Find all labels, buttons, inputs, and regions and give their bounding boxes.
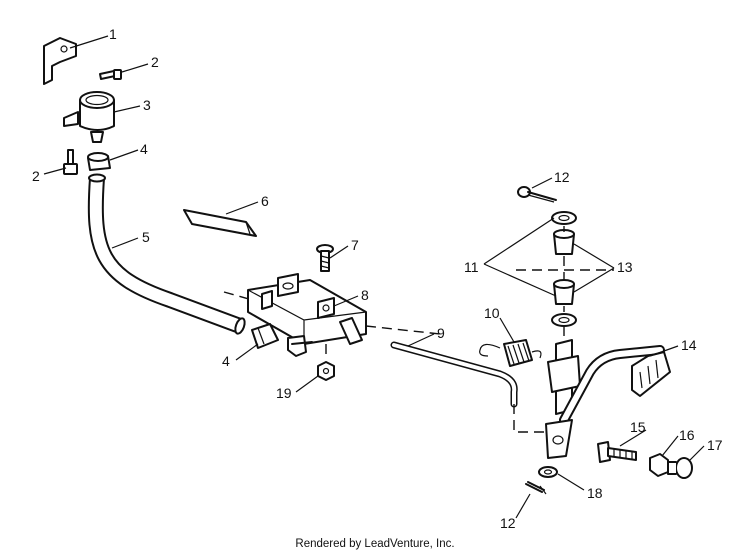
- part-11-13-bushings: [516, 211, 614, 327]
- callout-8: 8: [361, 287, 369, 303]
- part-4-clamp-upper: [87, 152, 111, 171]
- part-4-clamp-lower: [251, 323, 279, 349]
- callout-labels: 1 2 3 2 4 5 6 7 8 4 19 9 10 11 12 13 14 …: [32, 26, 723, 531]
- part-10-spring: [479, 339, 542, 367]
- callout-5: 5: [142, 229, 150, 245]
- callout-12-upper: 12: [554, 169, 570, 185]
- callout-16: 16: [679, 427, 695, 443]
- callout-2: 2: [151, 54, 159, 70]
- part-2-screw-upper: [99, 69, 122, 80]
- part-5-hose: [87, 173, 246, 335]
- callout-10: 10: [484, 305, 500, 321]
- callout-13: 13: [617, 259, 633, 275]
- callout-1: 1: [109, 26, 117, 42]
- callout-19: 19: [276, 385, 292, 401]
- callout-4-lower: 4: [222, 353, 230, 369]
- part-3-reservoir: [63, 91, 115, 143]
- callout-4: 4: [140, 141, 148, 157]
- callout-15: 15: [630, 419, 646, 435]
- part-12-pin-upper: [517, 186, 557, 203]
- callout-2-lower: 2: [32, 168, 40, 184]
- leader-lines: [43, 35, 705, 519]
- footer-credit: Rendered by LeadVenture, Inc.: [295, 538, 455, 550]
- callout-17: 17: [707, 437, 723, 453]
- callout-7: 7: [351, 237, 359, 253]
- callout-14: 14: [681, 337, 697, 353]
- part-6-sleeve: [183, 209, 257, 237]
- part-8-master-cylinder: [223, 273, 441, 360]
- part-15-bolt: [597, 441, 637, 463]
- part-9-push-rod: [390, 341, 518, 408]
- part-1-bracket: [43, 37, 77, 85]
- callout-12-lower: 12: [500, 515, 516, 531]
- callout-6: 6: [261, 193, 269, 209]
- part-19-nut: [317, 361, 335, 381]
- part-12-pin-lower: [525, 481, 547, 495]
- part-7-bolt: [316, 244, 334, 272]
- part-14-brake-pedal: [513, 326, 671, 459]
- callout-18: 18: [587, 485, 603, 501]
- part-18-washer: [538, 466, 558, 478]
- callout-3: 3: [143, 97, 151, 113]
- part-17-cap: [667, 457, 693, 479]
- callout-11: 11: [464, 259, 479, 275]
- part-2-bolt-lower: [63, 149, 78, 175]
- part-16-nut: [649, 453, 669, 477]
- callout-9: 9: [437, 325, 445, 341]
